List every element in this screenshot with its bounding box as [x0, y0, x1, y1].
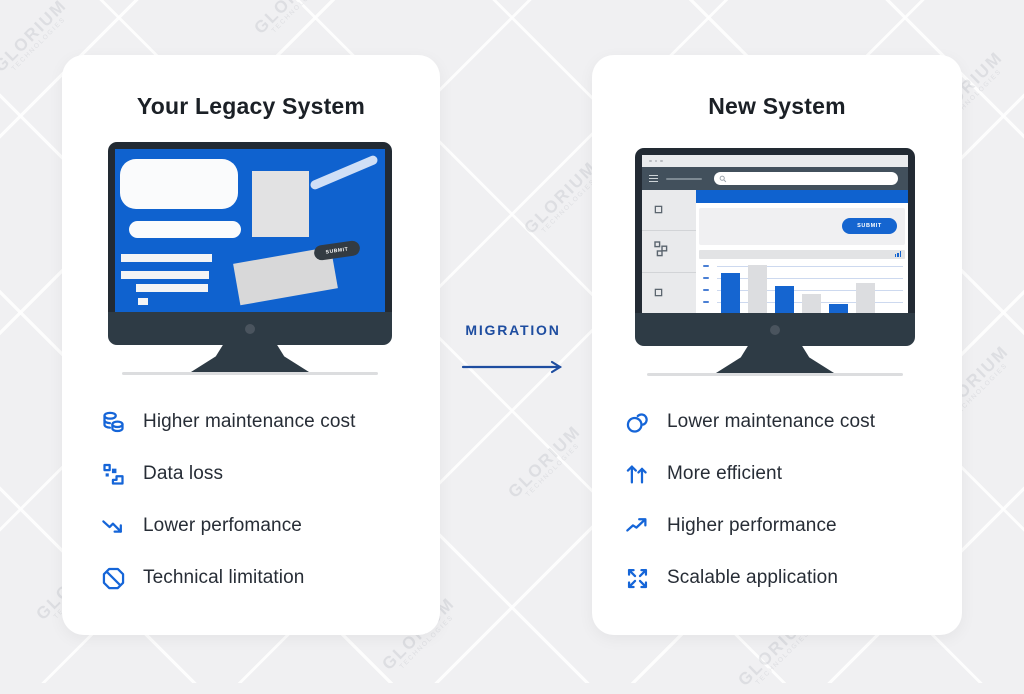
new-screen: SUBMIT: [642, 155, 908, 313]
new-feature-list: Lower maintenance cost More efficient: [624, 396, 946, 604]
legacy-screen: SUBMIT: [115, 149, 385, 312]
legacy-screen-block: [120, 159, 238, 209]
app-header-band: [696, 190, 908, 203]
chart-bar: [829, 304, 848, 313]
sidebar-item[interactable]: [642, 231, 696, 273]
list-item-label: More efficient: [667, 463, 783, 484]
list-item-label: Higher maintenance cost: [143, 411, 356, 432]
list-item: Lower perfomance: [100, 500, 424, 552]
coins-icon: [100, 409, 127, 436]
list-item: Higher maintenance cost: [100, 396, 424, 448]
chart-bar: [748, 265, 767, 313]
window-dot-icon: [654, 159, 657, 163]
migration-label: MIGRATION: [465, 322, 561, 338]
chart-bar: [721, 273, 740, 313]
app-main-area: SUBMIT: [696, 190, 908, 313]
list-item-label: Higher performance: [667, 515, 837, 536]
trend-up-icon: [624, 513, 651, 540]
trend-down-icon: [100, 513, 127, 540]
chart-bar: [802, 294, 821, 313]
new-monitor-base: [647, 373, 903, 376]
list-item: Lower maintenance cost: [624, 396, 946, 448]
app-navbar: [642, 167, 908, 190]
list-item: Technical limitation: [100, 552, 424, 604]
camera-dot-icon: [245, 323, 255, 334]
sidebar-item[interactable]: [642, 190, 696, 232]
list-item-label: Technical limitation: [143, 567, 305, 588]
sidebar-item[interactable]: [642, 273, 696, 313]
legacy-feature-list: Higher maintenance cost Data loss Lowe: [100, 396, 424, 604]
form-panel: SUBMIT: [699, 208, 905, 245]
list-item: Higher performance: [624, 500, 946, 552]
legacy-screen-smallblock: [138, 298, 148, 305]
browser-titlebar: [642, 155, 908, 167]
legacy-card-title: Your Legacy System: [136, 93, 366, 119]
flow-chart-icon: [654, 241, 668, 262]
double-up-arrows-icon: [624, 461, 651, 488]
legacy-monitor-bezel: SUBMIT: [108, 142, 392, 312]
list-item-label: Data loss: [143, 463, 224, 484]
legacy-screen-square: [252, 171, 309, 237]
legacy-monitor-illustration: SUBMIT: [108, 142, 392, 375]
legacy-monitor-stand: [191, 345, 309, 372]
list-item: Scalable application: [624, 552, 946, 604]
new-monitor-chin: [635, 313, 915, 346]
logo-placeholder: [666, 177, 702, 180]
bar-chart-icon: [894, 251, 901, 257]
expand-arrows-icon: [624, 565, 651, 592]
search-input[interactable]: [714, 172, 898, 185]
search-icon: [719, 175, 727, 182]
legacy-screen-textline: [136, 284, 208, 292]
chart-toolbar: [699, 250, 905, 259]
list-item-label: Lower maintenance cost: [667, 411, 876, 432]
chart-bars: [721, 262, 902, 313]
app-sidebar: [642, 190, 696, 313]
chart-bar: [775, 286, 794, 313]
square-icon: [654, 284, 663, 302]
camera-dot-icon: [770, 324, 780, 335]
legacy-screen-pill: [129, 221, 241, 238]
legacy-screen-textline: [121, 271, 209, 279]
new-monitor-stand: [716, 346, 834, 373]
legacy-screen-textline: [121, 254, 212, 262]
legacy-monitor-chin: [108, 312, 392, 345]
list-item-label: Lower perfomance: [143, 515, 302, 536]
broken-pixels-icon: [100, 461, 127, 488]
list-item: Data loss: [100, 448, 424, 500]
legacy-submit-button[interactable]: SUBMIT: [313, 239, 361, 262]
window-dot-icon: [649, 159, 652, 163]
chart-bar: [856, 283, 875, 313]
new-monitor-illustration: SUBMIT: [635, 148, 915, 376]
list-item: More efficient: [624, 448, 946, 500]
arrow-right-icon: [452, 360, 574, 379]
new-card-title: New System: [708, 93, 846, 119]
list-item-label: Scalable application: [667, 567, 839, 588]
new-monitor-bezel: SUBMIT: [635, 148, 915, 313]
legacy-monitor-base: [122, 372, 378, 375]
loop-circles-icon: [624, 409, 651, 436]
legacy-system-card: Your Legacy System SUBMIT: [62, 55, 440, 635]
hamburger-menu-icon[interactable]: [649, 174, 658, 183]
square-icon: [654, 201, 663, 219]
prohibited-icon: [100, 565, 127, 592]
submit-button[interactable]: SUBMIT: [842, 218, 897, 234]
dashboard-chart: [699, 262, 905, 313]
migration-block: MIGRATION: [452, 322, 574, 379]
window-dot-icon: [660, 159, 663, 163]
legacy-screen-diagonal-bar: [309, 154, 379, 191]
new-system-card: New System: [592, 55, 962, 635]
